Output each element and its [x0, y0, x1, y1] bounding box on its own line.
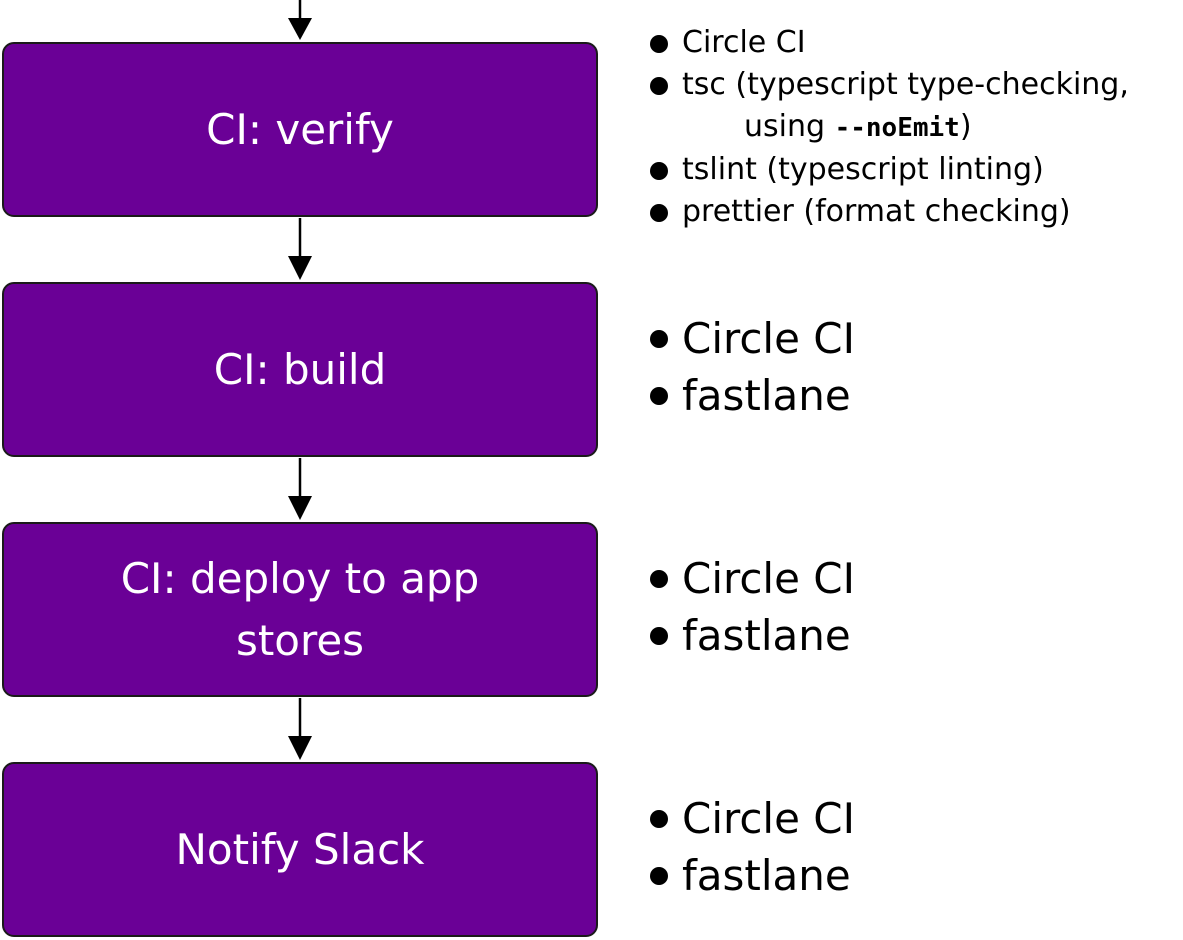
verify-tools-list: Circle CI tsc (typescript type-checking,…	[650, 22, 1129, 233]
list-item: Circle CI	[650, 790, 855, 847]
arrowhead-verify-to-build	[288, 256, 312, 280]
list-item-continuation: using --noEmit)	[744, 109, 972, 144]
list-item: fastlane	[650, 847, 855, 904]
list-item: Circle CI	[650, 550, 855, 607]
deploy-tools-list: Circle CI fastlane	[650, 550, 855, 664]
code-flag: --noEmit	[834, 113, 960, 143]
stage-label: CI: verify	[206, 104, 394, 154]
stage-notify-slack: Notify Slack	[2, 762, 598, 937]
list-item: fastlane	[650, 607, 855, 664]
stage-label: Notify Slack	[175, 824, 425, 874]
list-item: Circle CI	[650, 310, 855, 367]
stage-label: CI: deploy to app stores	[120, 553, 480, 665]
build-tools-list: Circle CI fastlane	[650, 310, 855, 424]
stage-ci-verify: CI: verify	[2, 42, 598, 217]
notify-tools-list: Circle CI fastlane	[650, 790, 855, 904]
list-item: prettier (format checking)	[650, 191, 1129, 233]
arrowhead-build-to-deploy	[288, 496, 312, 520]
stage-label: CI: build	[213, 344, 387, 394]
arrowhead-deploy-to-notify	[288, 736, 312, 760]
stage-ci-build: CI: build	[2, 282, 598, 457]
list-item: Circle CI	[650, 22, 1129, 64]
list-item: fastlane	[650, 367, 855, 424]
list-item: tsc (typescript type-checking, using --n…	[650, 64, 1129, 149]
stage-ci-deploy: CI: deploy to app stores	[2, 522, 598, 697]
arrowhead-into-verify	[288, 18, 312, 40]
list-item: tslint (typescript linting)	[650, 149, 1129, 191]
